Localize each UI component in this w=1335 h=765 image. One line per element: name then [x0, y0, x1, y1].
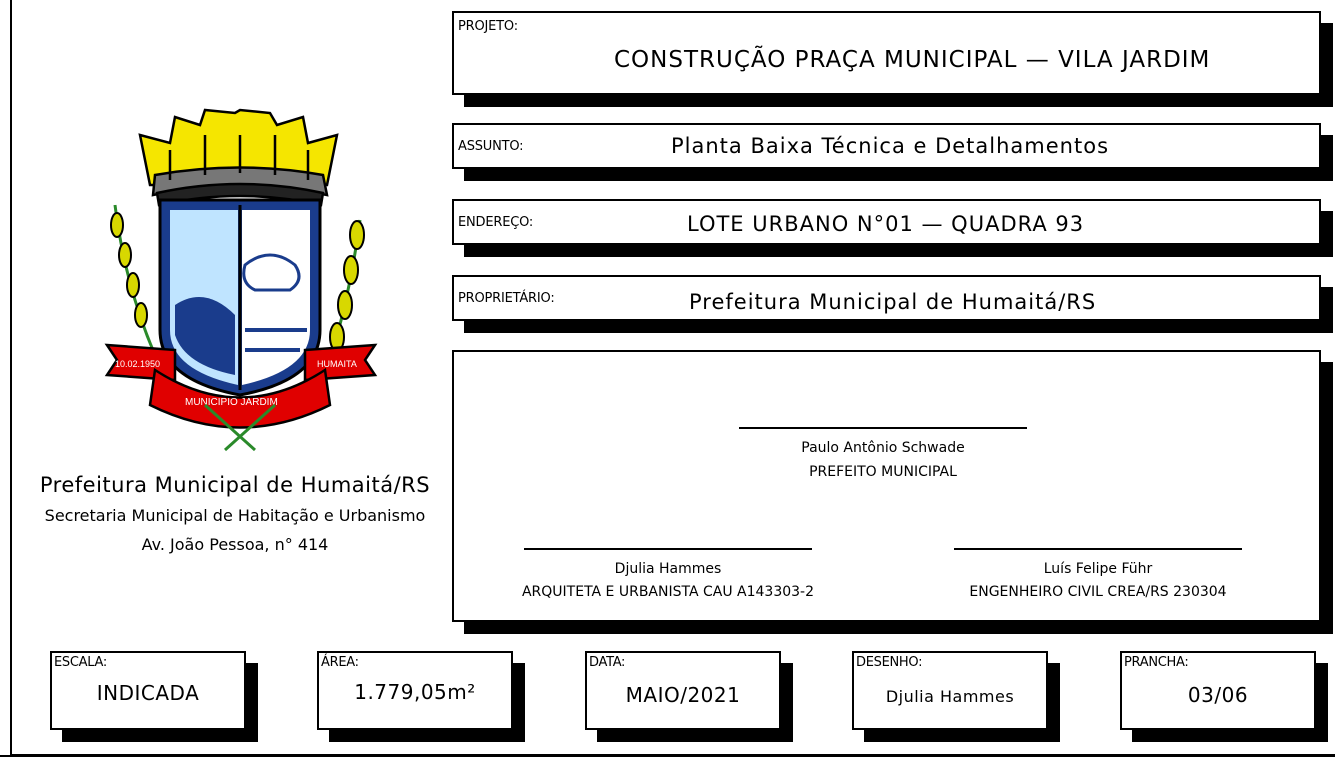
escala-box: ESCALA: INDICADA: [50, 651, 246, 730]
signatures-box: Paulo Antônio Schwade PREFEITO MUNICIPAL…: [452, 350, 1321, 622]
shield-icon: [158, 198, 322, 397]
desenho-label: DESENHO:: [856, 655, 923, 670]
leaves-icon: [328, 219, 365, 361]
area-box: ÁREA: 1.779,05m²: [317, 651, 513, 730]
drawing-frame-bottom: [0, 755, 1335, 757]
proprietario-value: Prefeitura Municipal de Humaitá/RS: [689, 290, 1097, 314]
assunto-box: ASSUNTO: Planta Baixa Técnica e Detalham…: [452, 123, 1321, 169]
arquiteta-name: Djulia Hammes: [614, 561, 722, 577]
prancha-label: PRANCHA:: [1124, 655, 1189, 670]
prefeito-signature-line: [739, 427, 1027, 429]
projeto-box: PROJETO: CONSTRUÇÃO PRAÇA MUNICIPAL — VI…: [452, 11, 1321, 95]
arquiteta-signature-line: [524, 548, 812, 550]
coat-of-arms-emblem: 10.02.1950 HUMAITA MUNICIPIO JARDIM: [104, 108, 378, 452]
engenheiro-signature-line: [954, 548, 1242, 550]
data-value: MAIO/2021: [625, 683, 741, 707]
assunto-label: ASSUNTO:: [458, 139, 524, 154]
crown-icon: [138, 108, 339, 207]
area-label: ÁREA:: [321, 655, 359, 670]
area-value: 1.779,05m²: [354, 680, 476, 704]
prancha-box: PRANCHA: 03/06: [1120, 651, 1316, 730]
arquiteta-role: ARQUITETA E URBANISTA CAU A143303-2: [521, 584, 815, 600]
prefeito-role: PREFEITO MUNICIPAL: [809, 464, 957, 480]
projeto-value: CONSTRUÇÃO PRAÇA MUNICIPAL — VILA JARDIM: [614, 47, 1211, 73]
endereco-box: ENDEREÇO: LOTE URBANO N°01 — QUADRA 93: [452, 199, 1321, 245]
engenheiro-name: Luís Felipe Führ: [1043, 561, 1153, 577]
endereco-value: LOTE URBANO N°01 — QUADRA 93: [687, 212, 1085, 236]
proprietario-box: PROPRIETÁRIO: Prefeitura Municipal de Hu…: [452, 275, 1321, 321]
data-label: DATA:: [589, 655, 626, 670]
desenho-box: DESENHO: Djulia Hammes: [852, 651, 1048, 730]
data-box: DATA: MAIO/2021: [585, 651, 781, 730]
prefeito-name: Paulo Antônio Schwade: [801, 440, 965, 456]
projeto-label: PROJETO:: [458, 19, 518, 34]
crossed-stems-icon: [203, 403, 277, 452]
prancha-value: 03/06: [1187, 683, 1249, 707]
engenheiro-role: ENGENHEIRO CIVIL CREA/RS 230304: [969, 584, 1227, 600]
org-address: Av. João Pessoa, n° 414: [141, 535, 329, 554]
ribbon-bottom-text: MUNICIPIO JARDIM: [185, 397, 278, 408]
ribbon-right-text: HUMAITA: [317, 359, 357, 369]
org-secretariat: Secretaria Municipal de Habitação e Urba…: [44, 506, 426, 525]
wheat-icon: [110, 204, 157, 356]
org-name: Prefeitura Municipal de Humaitá/RS: [39, 473, 431, 497]
assunto-value: Planta Baixa Técnica e Detalhamentos: [671, 134, 1110, 158]
proprietario-label: PROPRIETÁRIO:: [458, 291, 555, 306]
desenho-value: Djulia Hammes: [885, 687, 1015, 706]
escala-label: ESCALA:: [54, 655, 107, 670]
ribbon-icon: 10.02.1950 HUMAITA MUNICIPIO JARDIM: [104, 343, 378, 429]
ribbon-left-text: 10.02.1950: [115, 359, 160, 369]
endereco-label: ENDEREÇO:: [458, 215, 534, 230]
escala-value: INDICADA: [96, 681, 200, 705]
